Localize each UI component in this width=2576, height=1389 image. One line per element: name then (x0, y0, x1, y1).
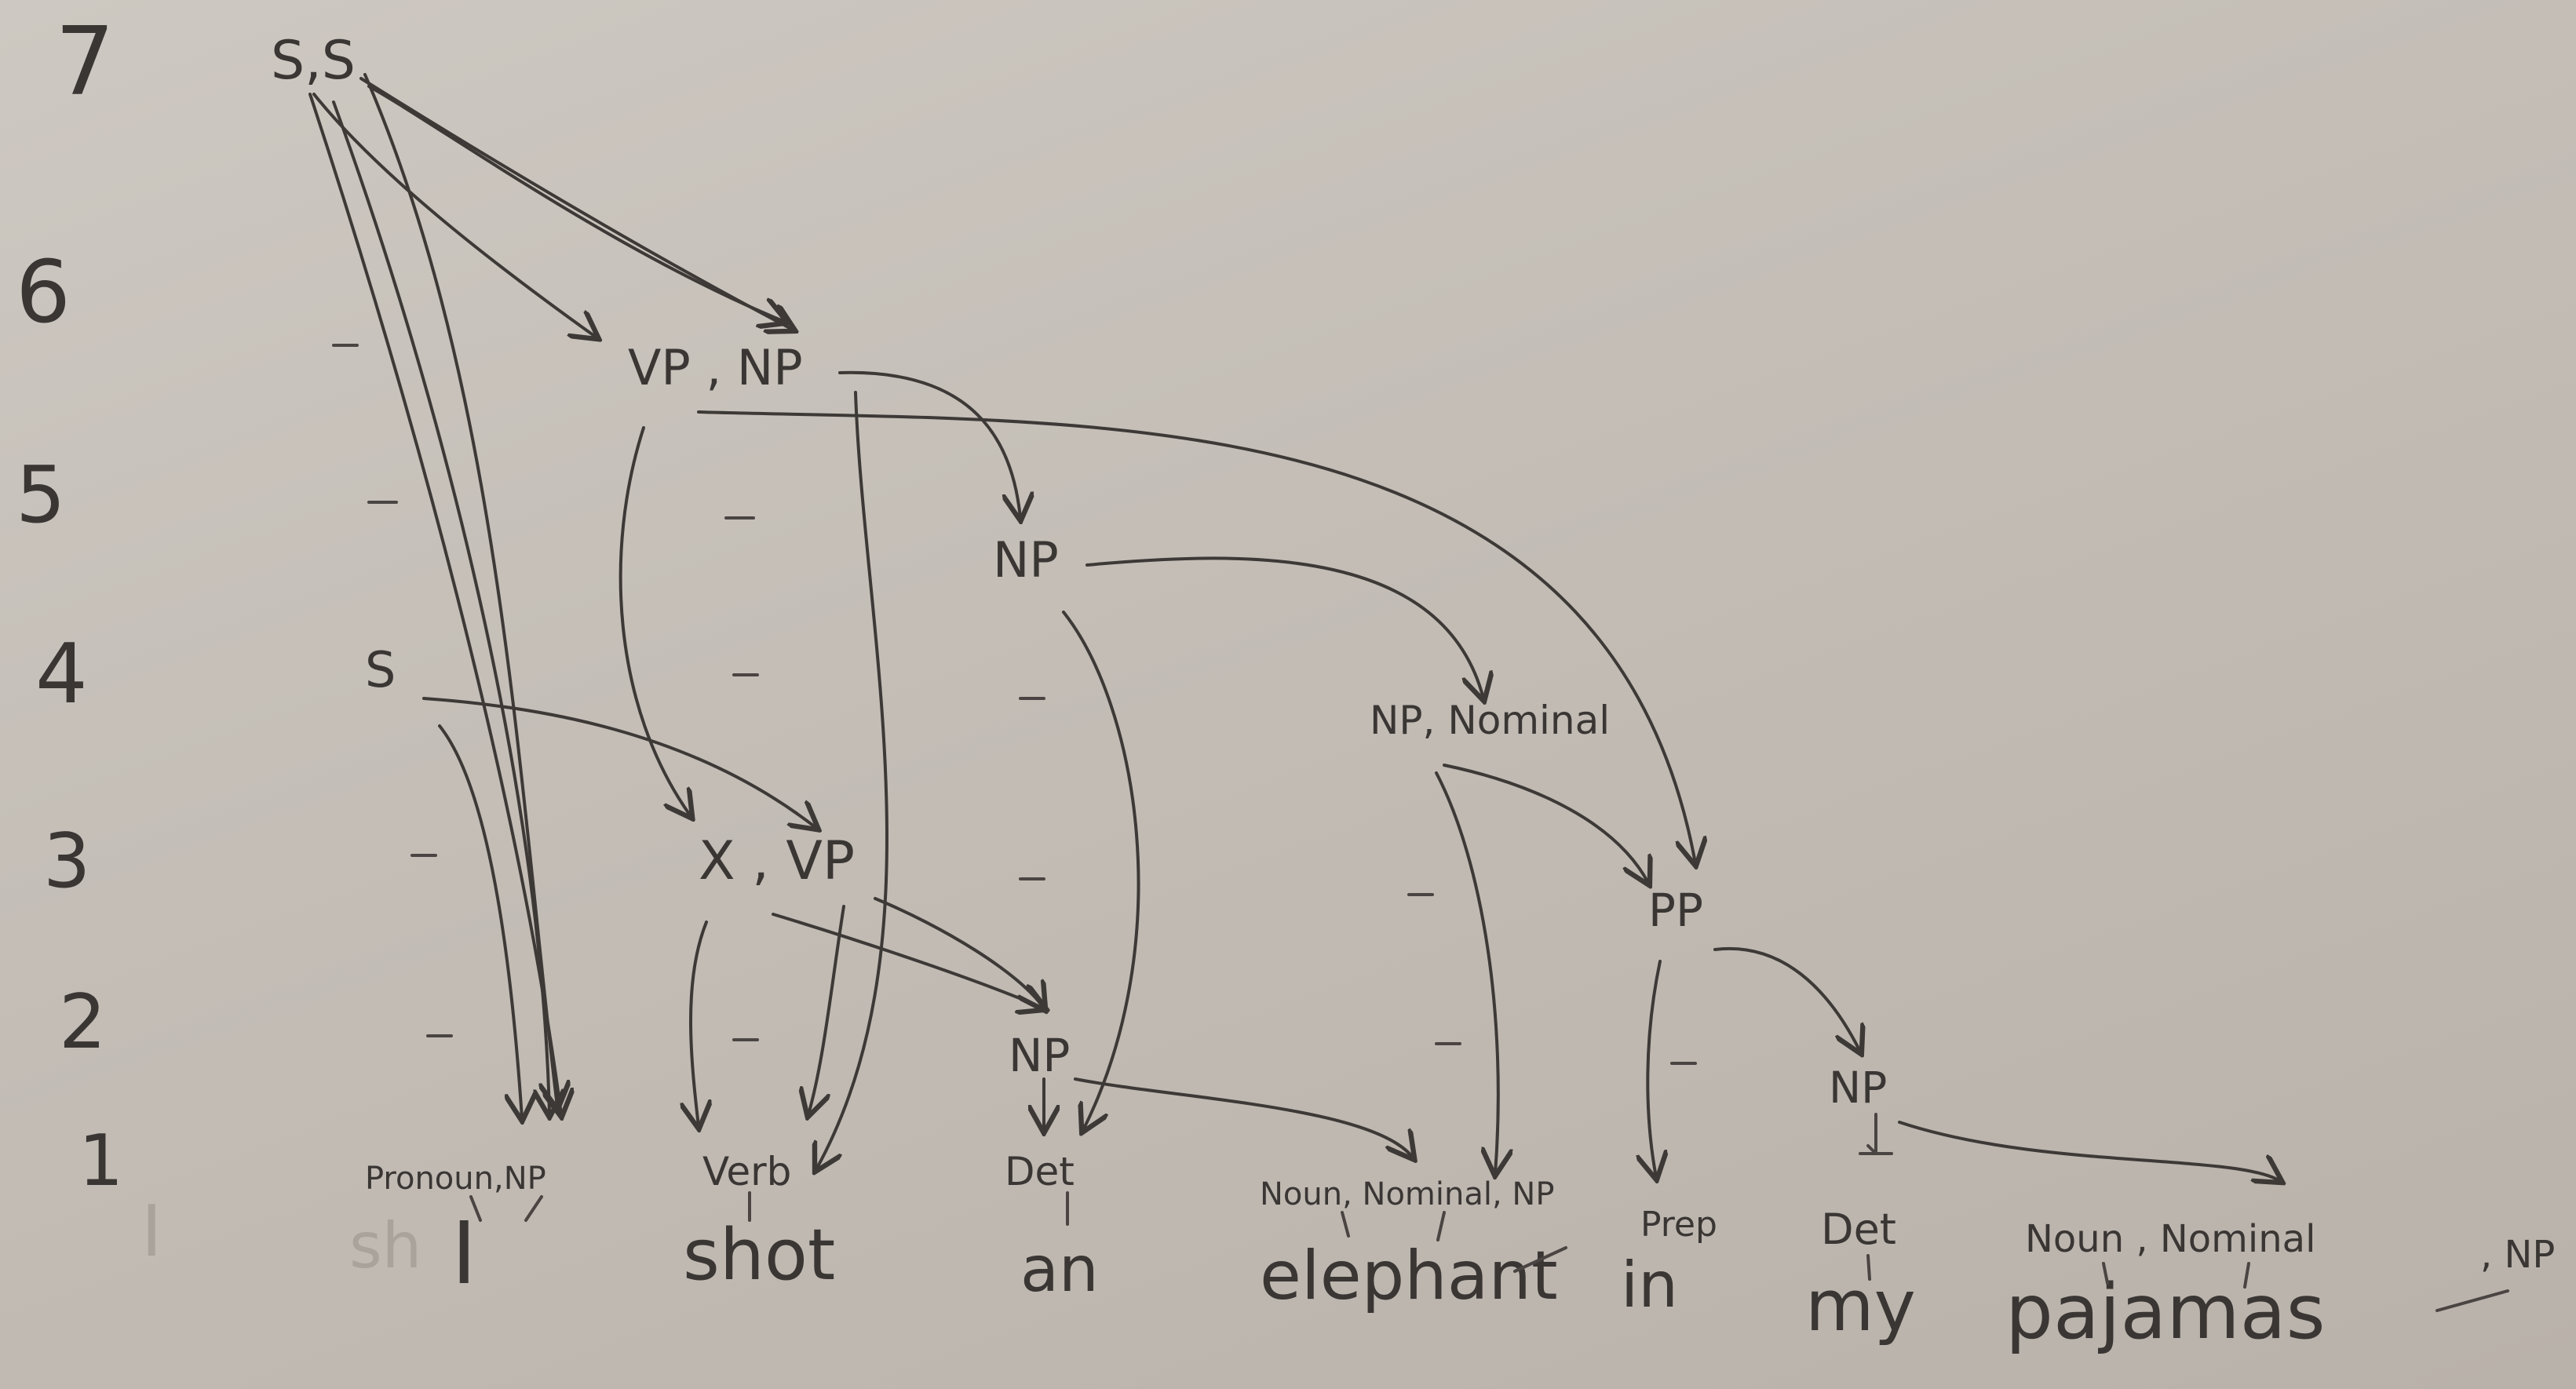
node-prep: Prep (1640, 1205, 1717, 1245)
tick-mark (2436, 1289, 2509, 1312)
node-noun-nominal-pajamas: Noun , Nominal (2025, 1217, 2315, 1261)
arrow-vp3-to-np2 (874, 897, 1044, 1008)
tick-mark (1436, 1211, 1446, 1241)
arrow-ss-to-pronoun-a (308, 93, 561, 1114)
arrow-pp-to-np2-right (1713, 946, 1860, 1052)
sentence: I shot an elephant in my pajamas (451, 1203, 2326, 1356)
word-elephant: elephant (1260, 1237, 1558, 1315)
arrow-ss-to-pronoun-b (332, 100, 549, 1114)
tick-mark (2243, 1262, 2250, 1289)
arrow-np2-right-to-nominal (1898, 1121, 2280, 1181)
node-noun-nominal-np-elephant: Noun, Nominal, NP (1260, 1176, 1554, 1212)
word-an: an (1020, 1233, 1099, 1306)
arrow-pp-to-prep (1647, 960, 1660, 1177)
row-numbers: 7 6 5 4 3 2 1 (16, 8, 123, 1202)
arrow-ss-to-np6-second (367, 85, 785, 322)
arrow-x-to-verb (691, 921, 706, 1126)
word-my: my (1805, 1265, 1916, 1347)
node-det-my: Det (1821, 1205, 1896, 1254)
tick-mark (1513, 1246, 1567, 1273)
tick-mark (524, 1195, 543, 1222)
node-np-row2-right: NP (1829, 1063, 1887, 1113)
arrow-vp3-to-verb (808, 905, 845, 1114)
node-np-nominal: NP, Nominal (1370, 698, 1610, 743)
row-number: 1 (78, 1120, 123, 1202)
arrow-np5-to-np-nominal (1085, 556, 1483, 698)
word-in: in (1621, 1249, 1678, 1322)
empty-cell-dashes (332, 344, 1697, 1065)
tick-mark (1866, 1254, 1871, 1281)
arrow-vp-to-pp (697, 410, 1695, 863)
node-np-row2: NP (1009, 1029, 1070, 1082)
chart-nodes: S,S VP , NP NP S NP, Nominal X , VP PP N… (271, 30, 2555, 1277)
arrow-np5-to-det (1062, 611, 1140, 1130)
node-det-an: Det (1005, 1149, 1075, 1194)
erased-mark: sh (349, 1209, 421, 1282)
arrow-ss-to-pronoun-c (363, 73, 557, 1106)
node-s-row4: S (365, 641, 396, 698)
row-number: 6 (16, 242, 71, 342)
row-number: 2 (59, 979, 106, 1066)
node-vp-np: VP , NP (628, 339, 803, 396)
node-np-row5: NP (993, 531, 1059, 589)
arrow-np-nominal-to-noun (1435, 771, 1498, 1173)
backpointer-arrows (308, 73, 2280, 1181)
erased-mark: I (141, 1190, 162, 1273)
node-pronoun-np: Pronoun,NP (365, 1161, 546, 1197)
tick-mark (469, 1195, 482, 1222)
arrow-x-to-np2 (772, 913, 1044, 1008)
tick-mark (2102, 1262, 2109, 1285)
node-verb: Verb (702, 1149, 791, 1194)
arrow-ss-to-vp (312, 93, 597, 337)
node-np-pajamas: , NP (2480, 1233, 2555, 1277)
arrow-np2-to-noun (1074, 1077, 1413, 1158)
arrow-np6-to-np5 (838, 370, 1020, 518)
node-pp: PP (1648, 884, 1703, 937)
arrow-s4-to-pronoun (438, 724, 522, 1118)
arrow-s4-to-vp3 (422, 697, 816, 828)
word-i: I (451, 1203, 476, 1303)
node-x-vp: X , VP (699, 830, 855, 892)
erased-marks: I sh (141, 1190, 421, 1282)
word-shot: shot (683, 1214, 835, 1296)
word-pajamas: pajamas (2005, 1268, 2326, 1356)
row-number: 7 (55, 8, 115, 117)
arrow-np-nominal-to-pp (1443, 764, 1648, 883)
row-number: 5 (16, 449, 66, 541)
node-s-s: S,S (271, 30, 356, 92)
arrow-np6-to-verb (816, 391, 888, 1169)
arrow-vp-to-x (618, 426, 691, 816)
tick-mark (1866, 1144, 1877, 1155)
backpointer-ticks (469, 1113, 2509, 1312)
tick-mark (1341, 1211, 1350, 1238)
row-number: 3 (43, 818, 90, 905)
row-number: 4 (35, 626, 88, 722)
